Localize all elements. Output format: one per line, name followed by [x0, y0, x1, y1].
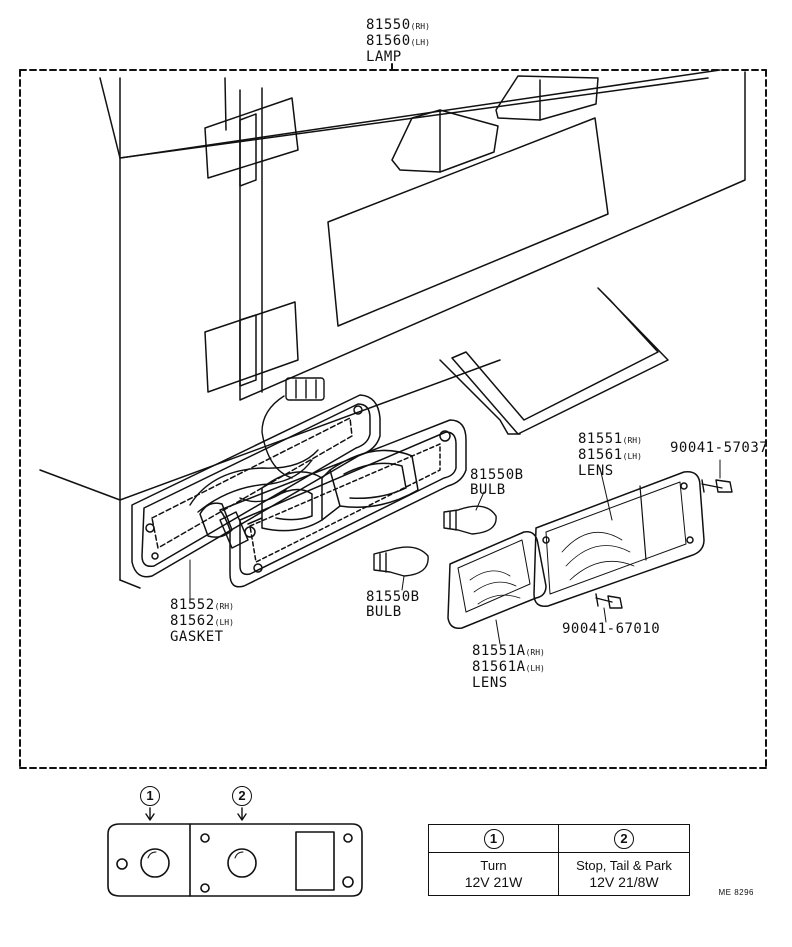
bulb-lower-label: 81550B BULB — [366, 590, 420, 620]
gasket — [131, 394, 381, 578]
bulb-lower-name: BULB — [366, 604, 402, 620]
outer-lens-rh-suffix: (RH) — [622, 436, 642, 445]
lamp-name: LAMP — [366, 49, 402, 65]
legend-num-2: 2 — [614, 828, 634, 849]
lamp-marker-1: 1 — [140, 786, 160, 806]
screw-lower — [595, 593, 623, 609]
outer-lens-rh-number: 81551 — [578, 431, 623, 447]
dashed-border — [19, 63, 767, 769]
bulb-upper-part: 81550B — [470, 467, 524, 483]
lamp-lh-suffix: (LH) — [410, 38, 430, 47]
screw-lower-label: 90041-67010 — [562, 621, 661, 637]
outer-lens-name: LENS — [578, 463, 614, 479]
lamp-housing — [199, 419, 467, 588]
legend-body-1: Turn 12V 21W — [429, 853, 559, 895]
lamp-lh-number: 81560 — [366, 33, 411, 49]
bulb-upper-label: 81550B BULB — [470, 468, 524, 498]
bulb-upper — [443, 505, 497, 535]
gasket-part-label: 81552(RH) 81562(LH) GASKET — [170, 598, 234, 645]
outer-lens — [533, 471, 705, 607]
legend-body-2: Stop, Tail & Park 12V 21/8W — [559, 853, 689, 895]
lamp-marker-2: 2 — [232, 786, 252, 806]
gasket-rh-suffix: (RH) — [214, 602, 234, 611]
lamp-rh-number: 81550 — [366, 17, 411, 33]
outer-lens-part-label: 81551(RH) 81561(LH) LENS — [578, 432, 642, 479]
legend-function-1: Turn — [480, 857, 507, 873]
inner-lens-lh-number: 81561A — [472, 659, 526, 675]
inner-lens-rh-number: 81551A — [472, 643, 526, 659]
legend-num-1: 1 — [483, 828, 504, 849]
legend-rating-1: 12V 21W — [464, 873, 523, 890]
outer-lens-lh-suffix: (LH) — [622, 452, 642, 461]
drawing-code: ME 8296 — [718, 888, 754, 897]
lamp-part-label: 81550(RH) 81560(LH) LAMP — [366, 18, 430, 65]
legend-head-2: 2 — [559, 825, 689, 853]
bulb-legend-table: 1 2 Turn 12V 21W Stop, Tail & Park 12V 2… — [428, 824, 690, 896]
outer-lens-lh-number: 81561 — [578, 447, 623, 463]
inner-lens-lh-suffix: (LH) — [525, 664, 545, 673]
inner-lens-part-label: 81551A(RH) 81561A(LH) LENS — [472, 644, 545, 691]
inner-lens-name: LENS — [472, 675, 508, 691]
legend-rating-2: 12V 21/8W — [589, 873, 659, 890]
gasket-name: GASKET — [170, 629, 224, 645]
legend-function-2: Stop, Tail & Park — [576, 857, 672, 873]
screw-upper — [701, 479, 733, 493]
leader-lines — [189, 459, 721, 645]
lamp-rear-view — [107, 807, 363, 897]
gasket-rh-number: 81552 — [170, 597, 215, 613]
bulb-lower-part: 81550B — [366, 589, 420, 605]
bulb-lower — [373, 546, 429, 577]
screw-upper-label: 90041-57037 — [670, 440, 769, 456]
legend-head-1: 1 — [429, 825, 559, 853]
bulb-upper-name: BULB — [470, 482, 506, 498]
gasket-lh-suffix: (LH) — [214, 618, 234, 627]
inner-lens — [447, 531, 547, 630]
vehicle-rear-body — [39, 69, 746, 589]
inner-lens-rh-suffix: (RH) — [525, 648, 545, 657]
lamp-rh-suffix: (RH) — [410, 22, 430, 31]
gasket-lh-number: 81562 — [170, 613, 215, 629]
